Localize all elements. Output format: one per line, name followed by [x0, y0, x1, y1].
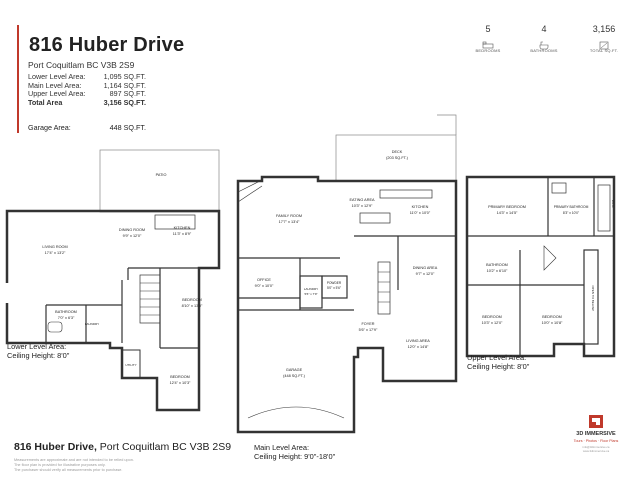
svg-text:8'10" x 13'0": 8'10" x 13'0" — [182, 304, 203, 308]
svg-text:5'6" x 17'9": 5'6" x 17'9" — [359, 328, 378, 332]
label-family-room: FAMILY ROOM — [276, 214, 302, 218]
main-level-plan — [236, 114, 458, 434]
main-level-label: Main Level Area: Ceiling Height: 9'0"-18… — [254, 443, 336, 461]
area-icon — [574, 37, 634, 50]
upper-stair-landing — [543, 245, 557, 271]
svg-text:(203 SQ.FT.): (203 SQ.FT.) — [386, 156, 408, 160]
svg-text:10'0" x 10'8": 10'0" x 10'8" — [542, 321, 563, 325]
svg-text:17'7" x 13'4": 17'7" x 13'4" — [279, 220, 300, 224]
label-eating-area: EATING AREA — [349, 198, 375, 202]
label-kitchen: KITCHEN — [174, 226, 191, 230]
svg-text:10'2" x 6'10": 10'2" x 6'10" — [487, 269, 508, 273]
lower-level-label: Lower Level Area: Ceiling Height: 8'0" — [7, 342, 70, 360]
garage-area: Garage Area:448 SQ.FT. — [28, 123, 146, 132]
main-outer-wall — [236, 175, 458, 434]
area-row-upper: Upper Level Area:897 SQ.FT. — [28, 89, 146, 99]
upper-level-label: Upper Level Area: Ceiling Height: 8'0" — [467, 353, 530, 371]
upper-tub — [597, 184, 611, 232]
svg-text:10'3" x 12'9": 10'3" x 12'9" — [352, 204, 373, 208]
label-bathroom: BATHROOM — [55, 310, 77, 314]
logo-tagline: Tours · Photos · Floor Plans — [573, 439, 619, 443]
stat-total-area: 3,156 TOTAL SQ.FT. — [574, 24, 634, 53]
logo-icon — [589, 415, 603, 428]
label-upper-bedroom-2: BEDROOM — [482, 315, 502, 319]
label-laundry: LAUNDRY — [85, 322, 99, 326]
svg-text:(448 SQ.FT.): (448 SQ.FT.) — [283, 374, 305, 378]
label-upper-bedroom-3: BEDROOM — [542, 315, 562, 319]
label-bedroom-2: BEDROOM — [170, 375, 190, 379]
page-title: 816 Huber Drive — [29, 34, 185, 56]
footer-address: 816 Huber Drive, Port Coquitlam BC V3B 2… — [14, 441, 232, 453]
address-subtitle: Port Coquitlam BC V3B 2S9 — [28, 60, 135, 70]
patio — [99, 149, 220, 213]
upper-level-plan — [465, 175, 616, 358]
label-upper-bathroom: BATHROOM — [486, 263, 508, 267]
svg-text:17'4" x 13'2": 17'4" x 13'2" — [45, 251, 66, 255]
svg-text:5'6" x 7'9": 5'6" x 7'9" — [304, 292, 317, 296]
upper-vanity — [551, 182, 567, 194]
label-living-room: LIVING ROOM — [42, 245, 67, 249]
label-garage: GARAGE — [286, 368, 303, 372]
upper-open-to-below — [583, 249, 599, 345]
svg-text:5'0" x 5'6": 5'0" x 5'6" — [327, 286, 341, 290]
label-primary-bathroom: PRIMARY BATHROOM — [554, 205, 589, 209]
main-kitchen-counter — [379, 189, 433, 199]
label-patio: PATIO — [156, 173, 167, 177]
room-labels: PATIO LIVING ROOM 17'4" x 13'2" DINING R… — [42, 150, 615, 385]
main-stairs — [377, 261, 391, 315]
label-bedroom: BEDROOM — [182, 298, 202, 302]
svg-text:14'3" x 14'5": 14'3" x 14'5" — [497, 211, 518, 215]
svg-text:12'4" x 10'3": 12'4" x 10'3" — [170, 381, 191, 385]
label-primary-bedroom: PRIMARY BEDROOM — [488, 205, 526, 209]
accent-bar — [17, 25, 19, 133]
stat-bathrooms: 4 BATHROOMS — [514, 24, 574, 53]
label-wic: W.I.C. — [611, 200, 615, 208]
lower-closet — [121, 349, 141, 379]
logo-contact: info@3dimmersive.ca www.3dimmersive.ca — [582, 445, 610, 453]
svg-text:11'3" x 8'9": 11'3" x 8'9" — [173, 232, 192, 236]
lower-level-plan — [5, 149, 221, 412]
label-main-kitchen: KITCHEN — [412, 205, 429, 209]
label-utility: UTILITY — [125, 363, 136, 367]
label-living-area: LIVING AREA — [406, 339, 430, 343]
svg-text:11'0" x 10'0": 11'0" x 10'0" — [410, 211, 431, 215]
bath-icon — [514, 37, 574, 50]
svg-text:9'7" x 12'0": 9'7" x 12'0" — [416, 272, 435, 276]
label-main-laundry: LAUNDRY — [304, 287, 318, 291]
stat-bedrooms: 5 BEDROOMS — [458, 24, 518, 53]
label-foyer: FOYER — [361, 322, 374, 326]
label-powder: POWDER — [327, 281, 342, 285]
main-fireplace — [237, 180, 261, 193]
svg-text:8'3" x 10'0": 8'3" x 10'0" — [563, 211, 580, 215]
label-dining-area: DINING AREA — [413, 266, 438, 270]
disclaimer: Measurements are approximate and are not… — [14, 458, 134, 472]
label-deck: DECK — [392, 150, 403, 154]
svg-text:12'0" x 14'8": 12'0" x 14'8" — [408, 345, 429, 349]
svg-text:7'0" x 6'3": 7'0" x 6'3" — [58, 316, 75, 320]
garage-door-arc — [247, 406, 345, 419]
area-row-lower: Lower Level Area:1,095 SQ.FT. — [28, 72, 146, 81]
svg-text:9'9" x 12'0": 9'9" x 12'0" — [123, 234, 142, 238]
label-office: OFFICE — [257, 278, 271, 282]
area-row-main: Main Level Area:1,164 SQ.FT. — [28, 80, 146, 90]
main-kitchen-island — [359, 212, 391, 224]
area-summary: Lower Level Area:1,095 SQ.FT. Main Level… — [28, 72, 146, 107]
lower-kitchen-counter — [154, 214, 196, 230]
logo-name: 3D IMMERSIVE — [576, 431, 616, 437]
main-powder-room — [321, 275, 348, 299]
bed-icon — [458, 37, 518, 49]
label-dining-room: DINING ROOM — [119, 228, 145, 232]
lower-tub — [47, 321, 63, 333]
svg-text:9'0" x 10'0": 9'0" x 10'0" — [255, 284, 274, 288]
svg-text:10'3" x 12'0": 10'3" x 12'0" — [482, 321, 503, 325]
label-open-to-below: OPEN TO BELOW — [591, 285, 595, 310]
